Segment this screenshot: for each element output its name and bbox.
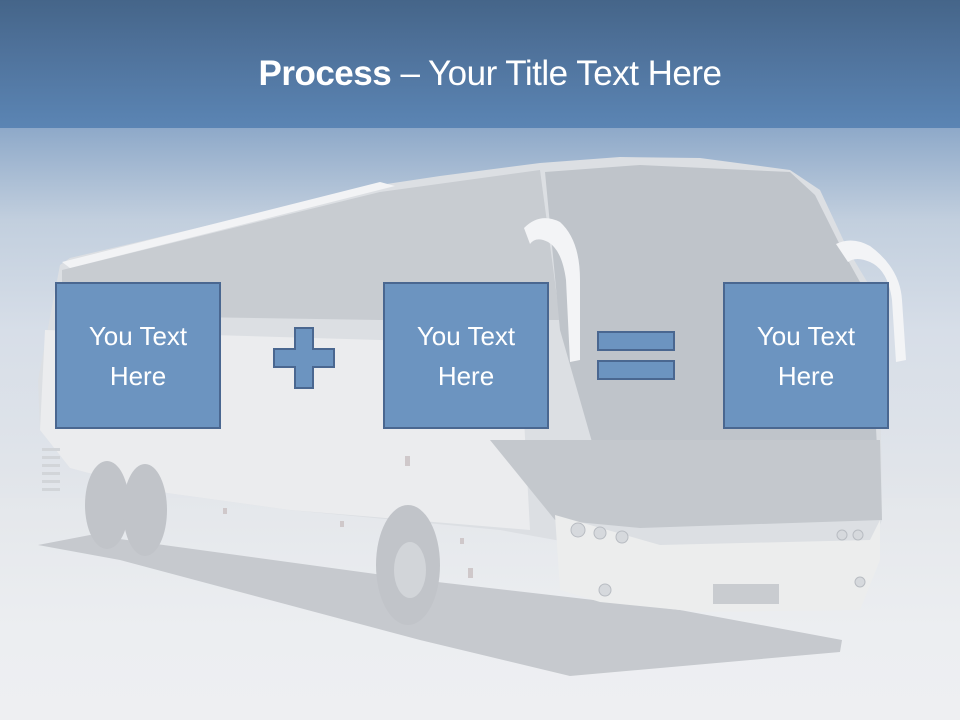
step-3-line-2: Here xyxy=(777,360,835,391)
step-3-line-1: You Text xyxy=(756,320,856,351)
process-step-2[interactable]: You Text Here xyxy=(383,282,549,429)
step-2-line-1: You Text xyxy=(416,320,516,351)
header-band xyxy=(0,0,960,128)
title-rest: – Your Title Text Here xyxy=(391,54,722,93)
slide-title: Process – Your Title Text Here xyxy=(0,50,960,98)
plus-icon xyxy=(273,327,335,389)
equals-bar-top xyxy=(597,331,675,351)
step-1-line-2: Here xyxy=(109,360,167,391)
equals-bar-bottom xyxy=(597,360,675,380)
step-2-line-2: Here xyxy=(437,360,495,391)
process-step-3[interactable]: You Text Here xyxy=(723,282,889,429)
title-bold: Process xyxy=(258,54,392,93)
process-step-1[interactable]: You Text Here xyxy=(55,282,221,429)
equals-icon xyxy=(597,330,677,384)
step-1-line-1: You Text xyxy=(88,320,188,351)
